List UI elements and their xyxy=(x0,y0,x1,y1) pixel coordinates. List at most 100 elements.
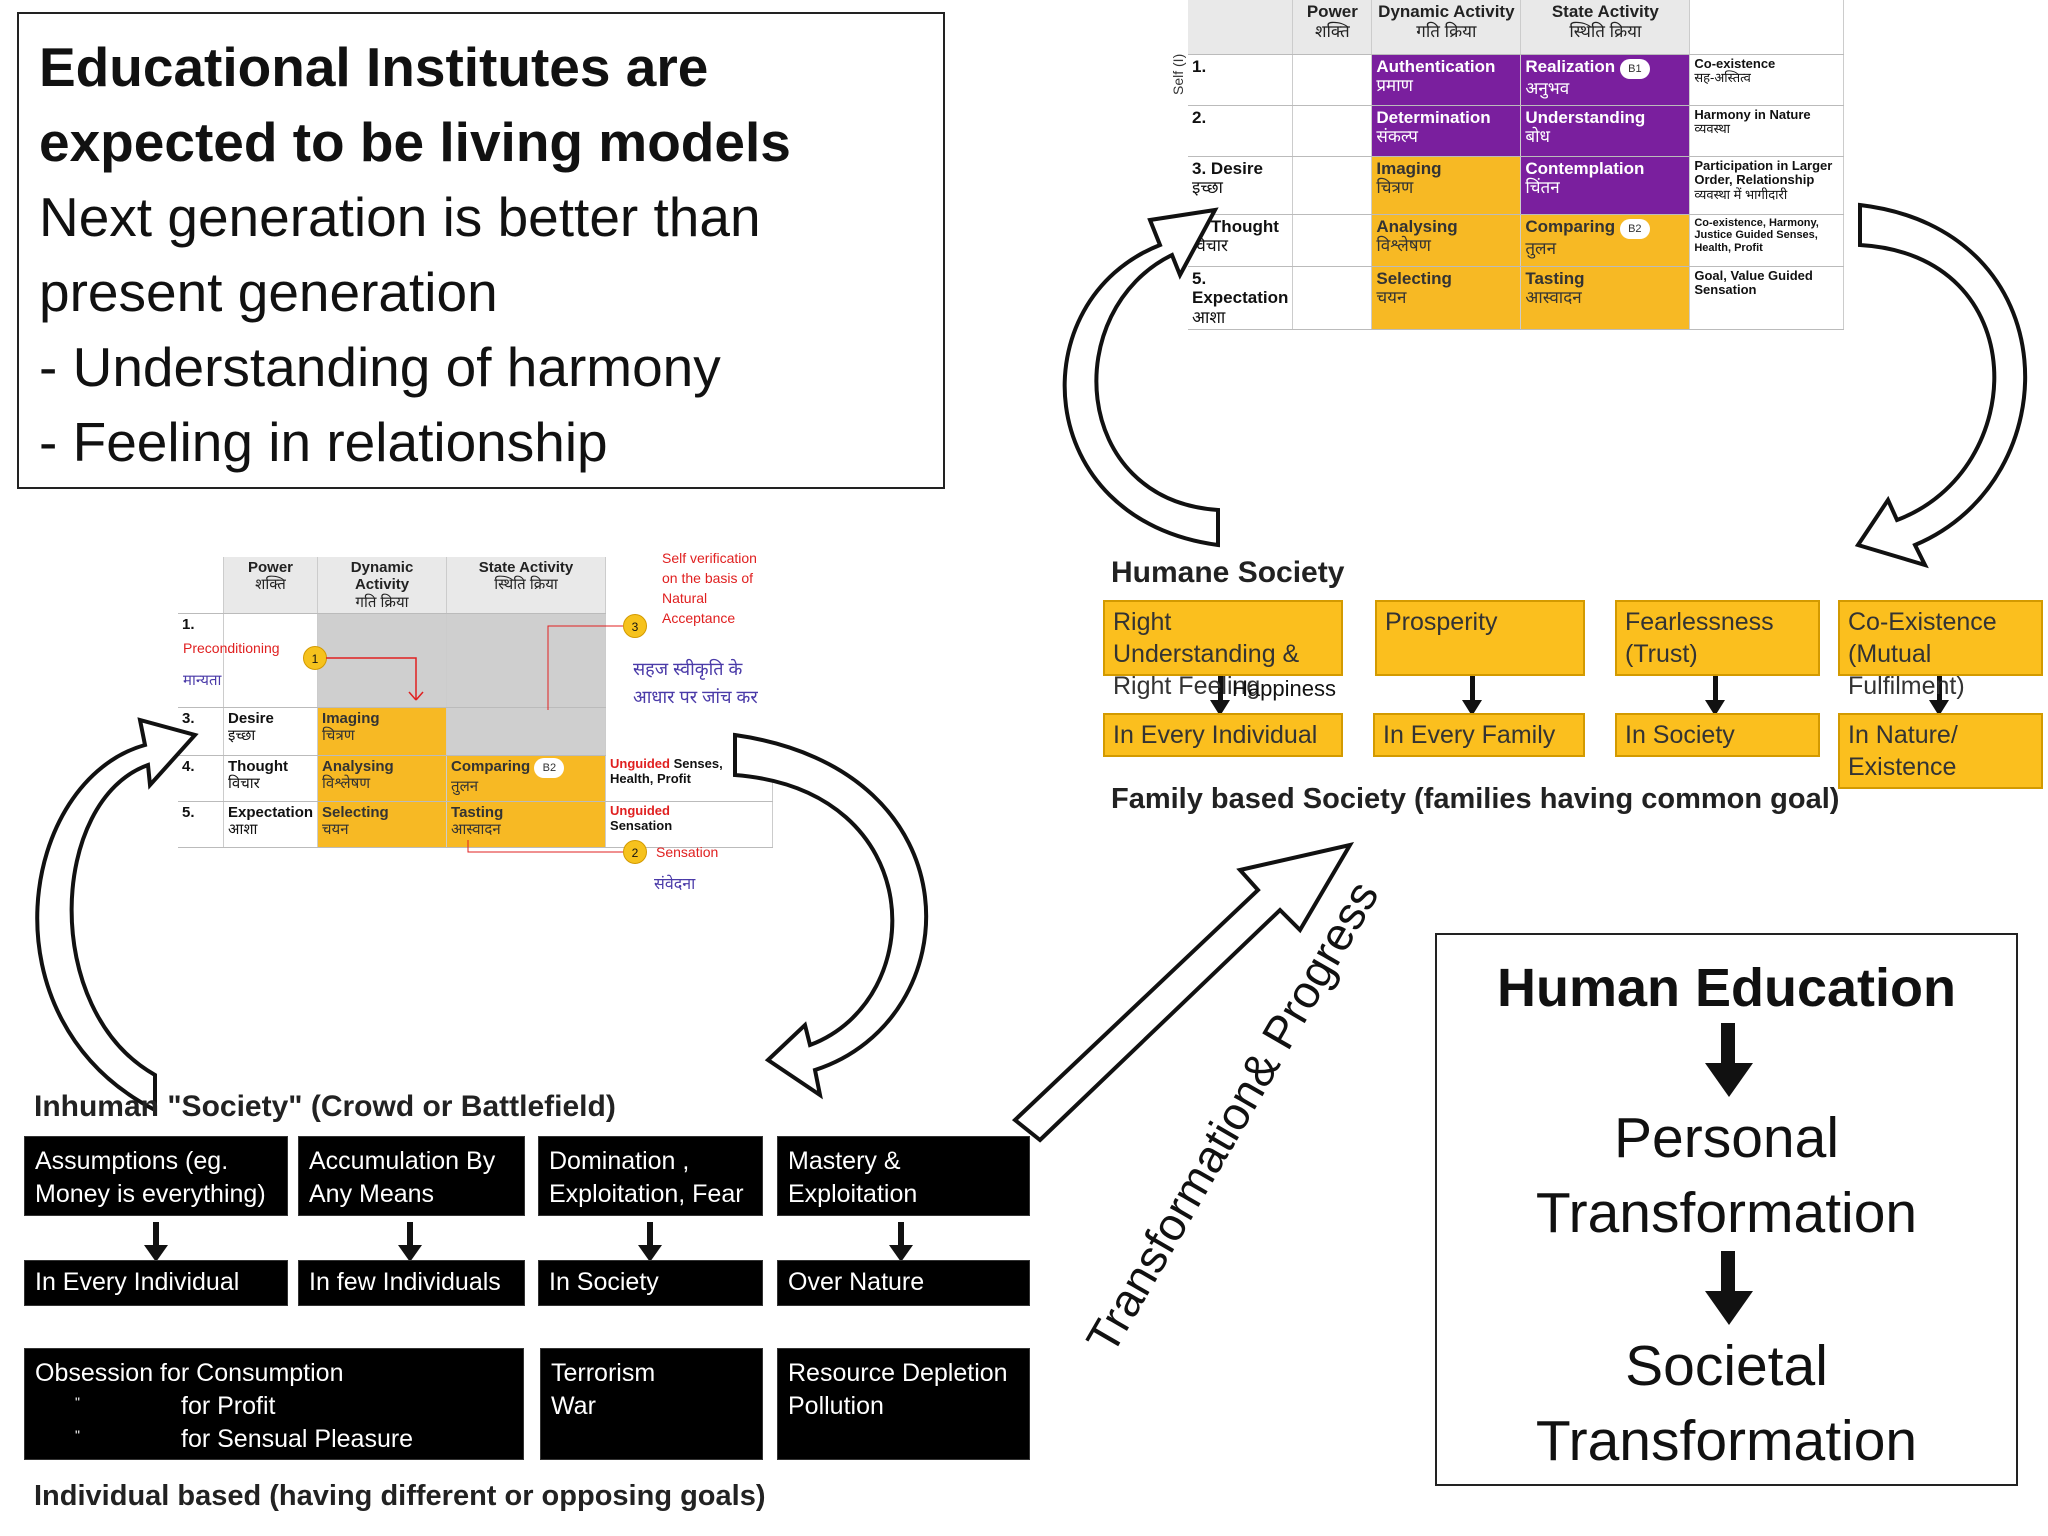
inhuman-down-arrows xyxy=(144,1222,913,1262)
dyn-label: Selecting xyxy=(322,803,389,821)
outcome-hi: सह-अस्तित्व xyxy=(1694,70,1751,86)
hdr-state: State Activity xyxy=(1551,2,1659,21)
power-label-hi: आशा xyxy=(228,821,258,838)
state-label: Understanding xyxy=(1525,107,1646,127)
unguided-tag: Unguided xyxy=(610,756,670,772)
power-label-hi: इच्छा xyxy=(1192,178,1223,198)
unguided-tag: Unguided xyxy=(610,802,670,818)
state-label: Tasting xyxy=(451,803,504,821)
dyn-label-hi: चयन xyxy=(322,821,349,838)
power-label: Desire xyxy=(228,709,274,727)
state-label: Contemplation xyxy=(1525,158,1645,178)
transformation-arrow xyxy=(1011,842,1355,1143)
human-education-box: Human Education Personal Transformation … xyxy=(1435,933,2018,1486)
humane-footer: Family based Society (families having co… xyxy=(1111,783,1840,815)
inhuman-top-4: Mastery & Exploitation xyxy=(777,1136,1030,1216)
cycle-arrow-bottom-right xyxy=(733,732,929,1100)
hdr-state-hi: स्थिति क्रिया xyxy=(494,576,558,594)
dyn-label-hi: प्रमाण xyxy=(1376,76,1413,96)
intro-bullet-1: - Understanding of harmony xyxy=(39,336,721,398)
human-education-title: Human Education xyxy=(1496,958,1957,1018)
hdr-dynamic: Dynamic Activity xyxy=(1378,2,1515,21)
power-label: Expectation xyxy=(1192,288,1289,308)
dyn-label: Imaging xyxy=(322,709,380,727)
outcome: Senses, Health, Profit xyxy=(610,756,723,787)
hdr-state: State Activity xyxy=(478,559,574,576)
dyn-label-hi: विश्लेषण xyxy=(1376,236,1431,256)
state-label-hi: आस्वादन xyxy=(451,821,501,838)
down-arrow-icon xyxy=(1437,1251,2016,1329)
inhuman-top-3: Domination , Exploitation, Fear xyxy=(538,1136,763,1216)
happiness-label: Happiness xyxy=(1232,676,1336,701)
state-label: Realization xyxy=(1525,56,1616,76)
state-label-hi: अनुभव xyxy=(1525,78,1570,98)
state-label-hi: तुलन xyxy=(1525,238,1557,258)
down-arrow-icon xyxy=(1437,1019,2016,1097)
power-label: Thought xyxy=(1210,216,1279,236)
humane-bottom-1: In Every Individual xyxy=(1103,713,1343,757)
state-label: Tasting xyxy=(1525,268,1585,288)
outcome: Sensation xyxy=(610,817,673,833)
intro-line-4: present generation xyxy=(39,261,498,323)
dyn-label: Authentication xyxy=(1376,56,1496,76)
hdr-power-hi: शक्ति xyxy=(1314,21,1350,41)
intro-line-3: Next generation is better than xyxy=(39,186,761,248)
humane-top-2: Prosperity xyxy=(1375,600,1585,676)
dyn-label-hi: चित्रण xyxy=(1376,178,1414,198)
outcome: Participation in Larger Order, Relations… xyxy=(1694,157,1833,188)
outcome: Co-existence xyxy=(1694,55,1776,71)
dyn-label: Determination xyxy=(1376,107,1491,127)
row-num: 5. xyxy=(1192,268,1207,288)
cycle-arrow-top-left xyxy=(1062,207,1220,548)
power-label-hi: विचार xyxy=(228,775,260,792)
cycle-arrow-bottom-left xyxy=(35,717,199,1114)
outcome: Harmony in Nature xyxy=(1694,106,1811,122)
societal-transformation: Societal Transformation xyxy=(1535,1334,1918,1473)
hdr-dynamic: Dynamic Activity xyxy=(350,559,414,594)
resource-box: Resource Depletion Pollution xyxy=(777,1348,1030,1460)
hdr-dynamic-hi: गति क्रिया xyxy=(355,593,409,611)
state-label: Comparing xyxy=(451,757,531,775)
state-label-hi: आस्वादन xyxy=(1525,288,1582,308)
humane-bottom-2: In Every Family xyxy=(1373,713,1585,757)
humane-top-1: Right Understanding & Right Feeling xyxy=(1103,600,1343,700)
verify-note: Self verification on the basis of Natura… xyxy=(662,550,757,626)
hdr-power: Power xyxy=(1306,2,1358,21)
inhuman-middle-1: In Every Individual xyxy=(24,1260,288,1306)
verify-note-hi: सहज स्वीकृति के आधार पर जांच कर xyxy=(633,659,758,707)
inhuman-middle-2: In few Individuals xyxy=(298,1260,525,1306)
dyn-label-hi: चयन xyxy=(1376,288,1407,308)
inhuman-middle-3: In Society xyxy=(538,1260,763,1306)
power-label-hi: इच्छा xyxy=(228,727,256,744)
preconditioning-label-hi: मान्यता xyxy=(183,672,222,689)
outcome-hi: व्यवस्था xyxy=(1694,121,1731,137)
dyn-label: Selecting xyxy=(1376,268,1452,288)
row-num: 2. xyxy=(1188,105,1294,157)
preconditioning-label: Preconditioning xyxy=(183,640,280,656)
humane-bottom-3: In Society xyxy=(1615,713,1820,757)
obsession-box: Obsession for Consumption "for Profit "f… xyxy=(24,1348,524,1460)
dyn-label: Analysing xyxy=(322,757,394,775)
hdr-dynamic-hi: गति क्रिया xyxy=(1416,21,1477,41)
state-label-hi: चिंतन xyxy=(1525,178,1560,198)
inhuman-middle-4: Over Nature xyxy=(777,1260,1030,1306)
cycle-arrow-top-right xyxy=(1854,202,2028,569)
obsession-title: Obsession for Consumption xyxy=(35,1359,344,1387)
dyn-label: Imaging xyxy=(1376,158,1442,178)
connector-lines xyxy=(326,625,623,853)
marker-3: 3 xyxy=(623,614,647,638)
outcome: Co-existence, Harmony, Justice Guided Se… xyxy=(1689,214,1844,267)
row-num: 1. xyxy=(178,613,224,708)
power-label: Expectation xyxy=(228,803,314,821)
personal-transformation: Personal Transformation xyxy=(1535,1106,1918,1245)
